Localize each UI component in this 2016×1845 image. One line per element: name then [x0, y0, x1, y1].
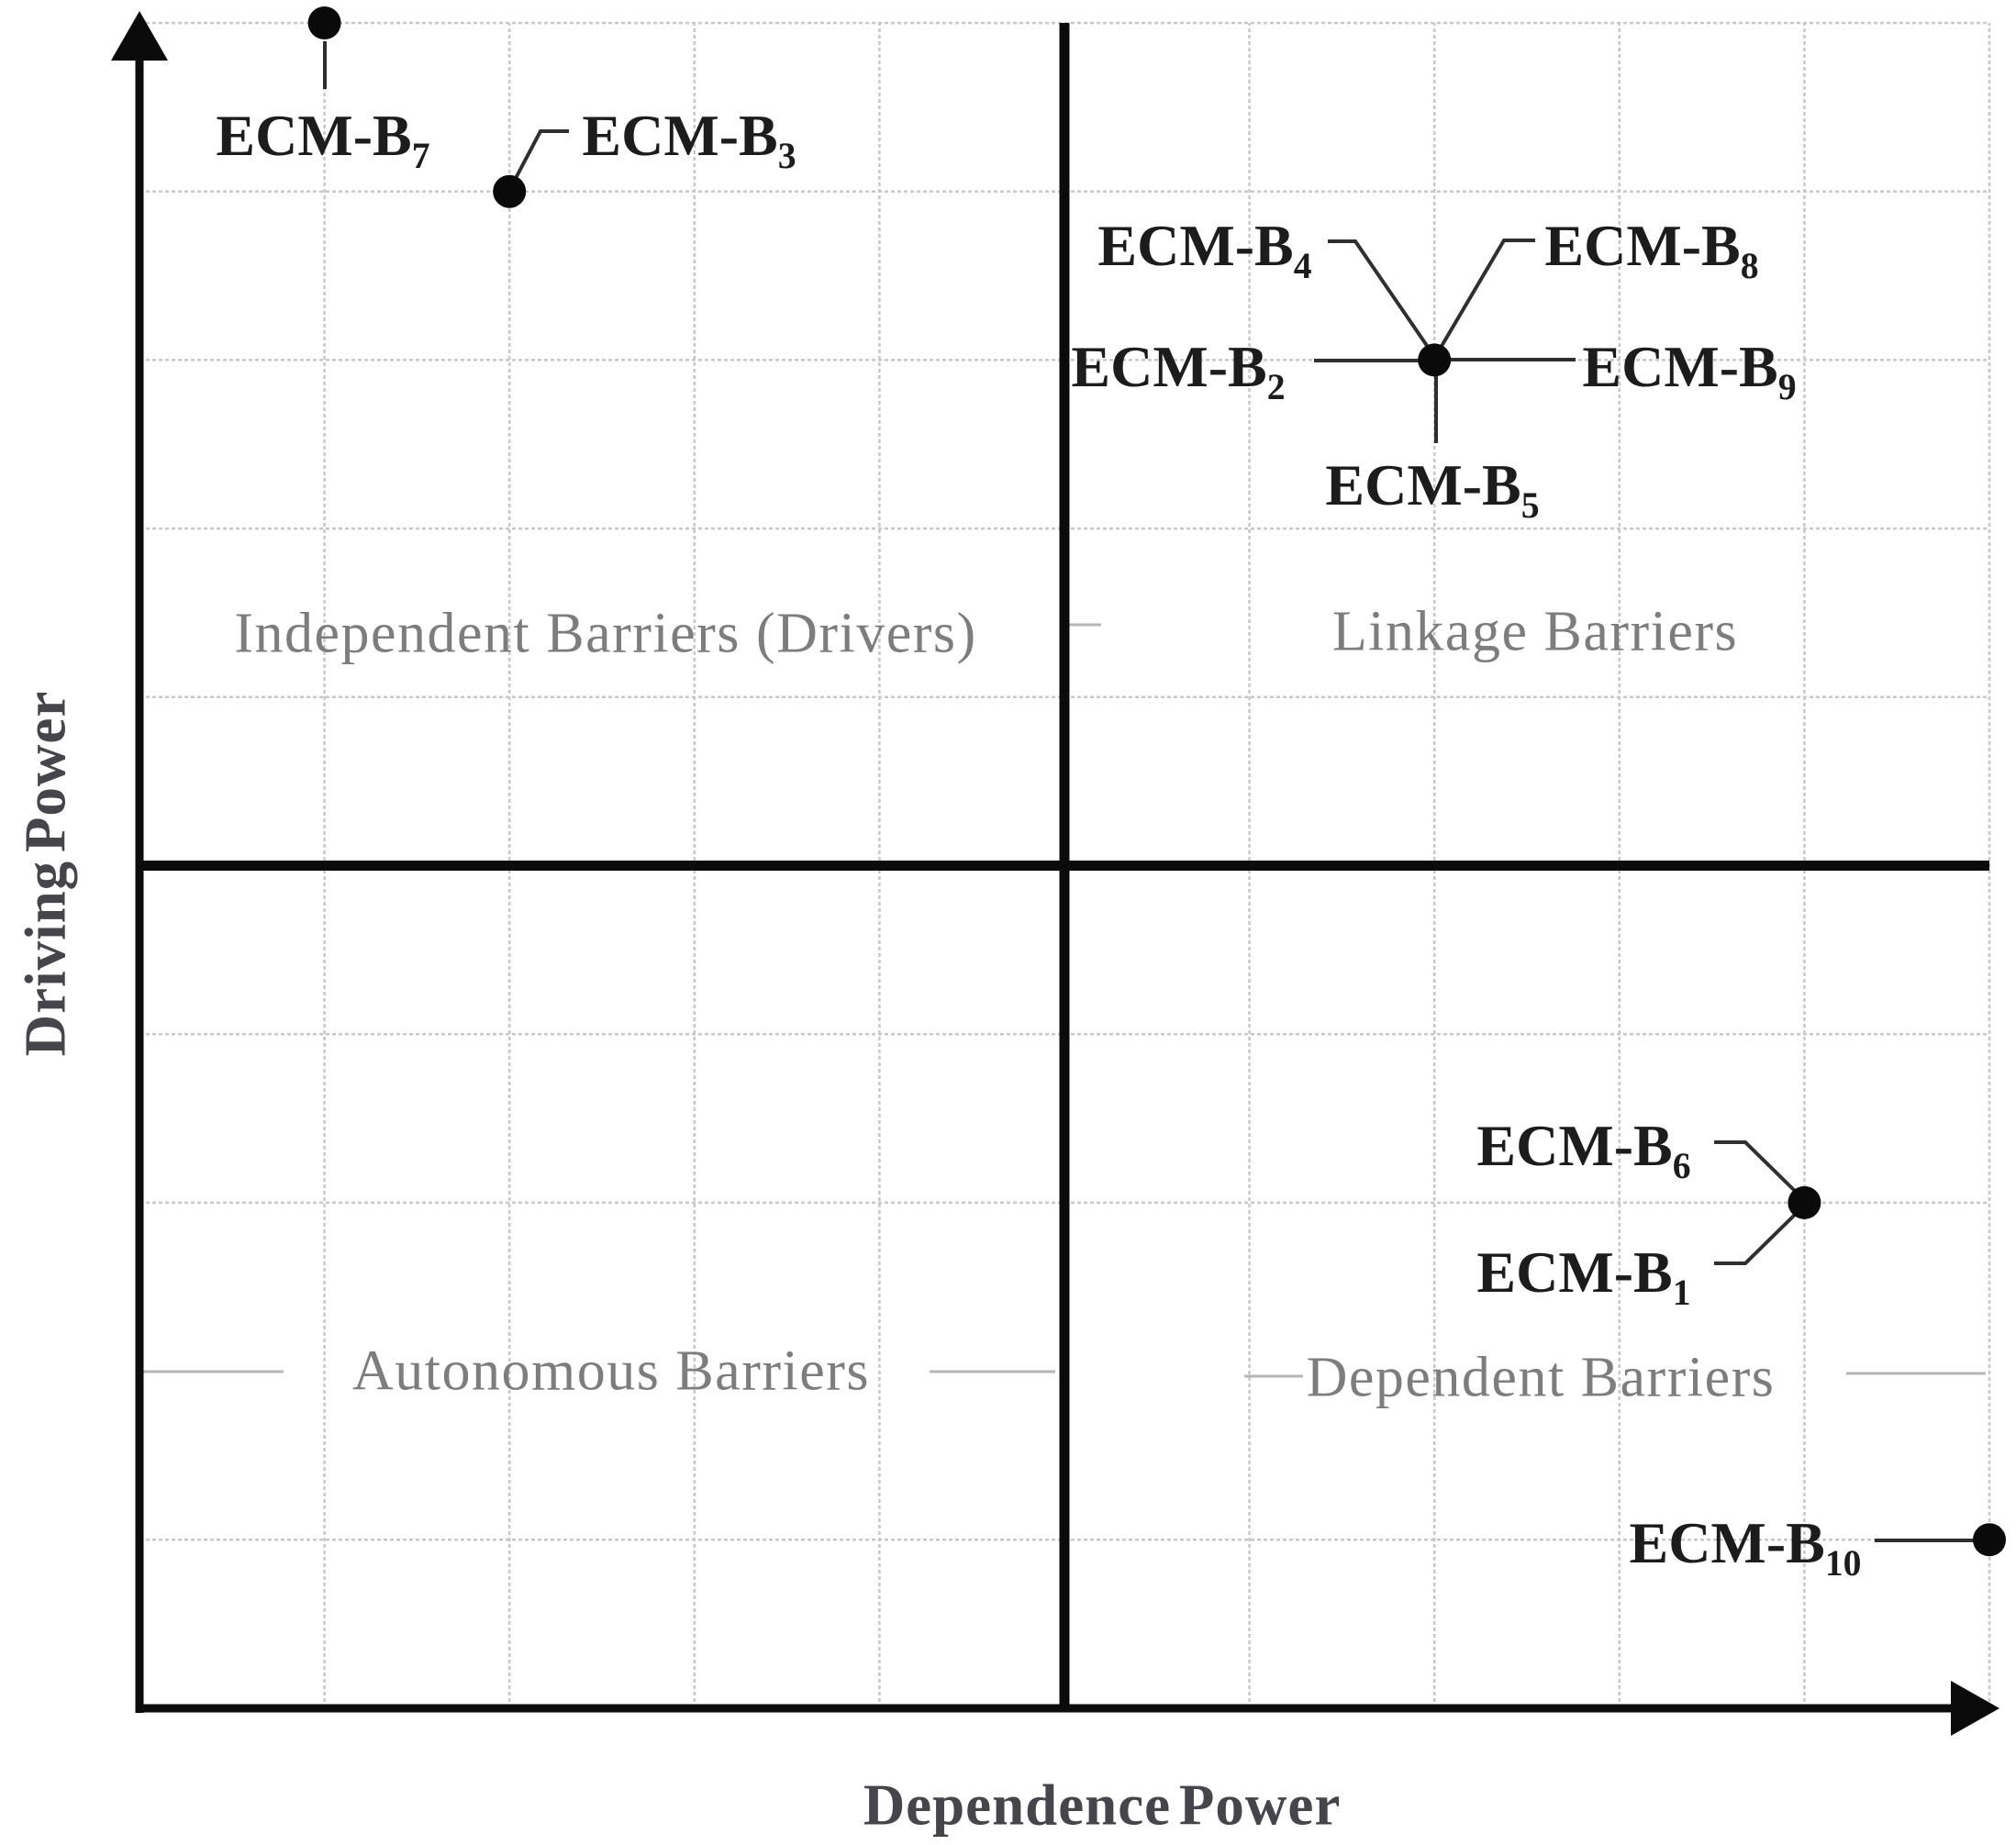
- quadrant-label-linkage-barriers: Linkage Barriers: [1331, 600, 1739, 663]
- point-label-ECM-B9: ECM-B9: [1582, 334, 1797, 407]
- data-point-ECM-B3: [493, 174, 527, 208]
- data-point-ECM-B10: [1973, 1523, 2006, 1557]
- point-label-ECM-B1: ECM-B1: [1476, 1239, 1691, 1313]
- point-label-ECM-B3: ECM-B3: [582, 103, 796, 176]
- data-point-ECM-B2-ECM-B4-ECM-B5-ECM-B8-ECM-B9: [1418, 343, 1452, 377]
- data-point-ECM-B1-ECM-B6: [1788, 1185, 1821, 1219]
- y-axis-arrowhead-icon: [111, 11, 168, 61]
- quadrant-label-autonomous-barriers: Autonomous Barriers: [351, 1339, 871, 1403]
- x-axis-arrowhead-icon: [1951, 1681, 1999, 1736]
- point-label-ECM-B5: ECM-B5: [1325, 452, 1540, 526]
- point-label-ECM-B7: ECM-B7: [216, 103, 430, 176]
- point-label-ECM-B10: ECM-B10: [1629, 1510, 1862, 1584]
- point-label-ECM-B6: ECM-B6: [1476, 1113, 1691, 1186]
- point-label-ECM-B4: ECM-B4: [1097, 213, 1312, 286]
- data-point-ECM-B7: [307, 6, 341, 39]
- point-label-ECM-B8: ECM-B8: [1544, 213, 1759, 286]
- leader-line-ECM-B8: [1436, 239, 1535, 354]
- point-label-ECM-B2: ECM-B2: [1071, 334, 1286, 407]
- leader-line-ECM-B6: [1714, 1140, 1799, 1195]
- quadrant-label-dependent-barriers: Dependent Barriers: [1306, 1346, 1776, 1409]
- y-axis-title: Driving Power: [13, 690, 78, 1057]
- quadrant-label-independent-barriers: Independent Barriers (Drivers): [234, 602, 977, 665]
- leader-line-ECM-B3: [512, 129, 569, 183]
- x-axis-title: Dependence Power: [863, 1773, 1342, 1838]
- leader-line-ECM-B4: [1328, 239, 1433, 354]
- leader-line-ECM-B1: [1714, 1211, 1799, 1265]
